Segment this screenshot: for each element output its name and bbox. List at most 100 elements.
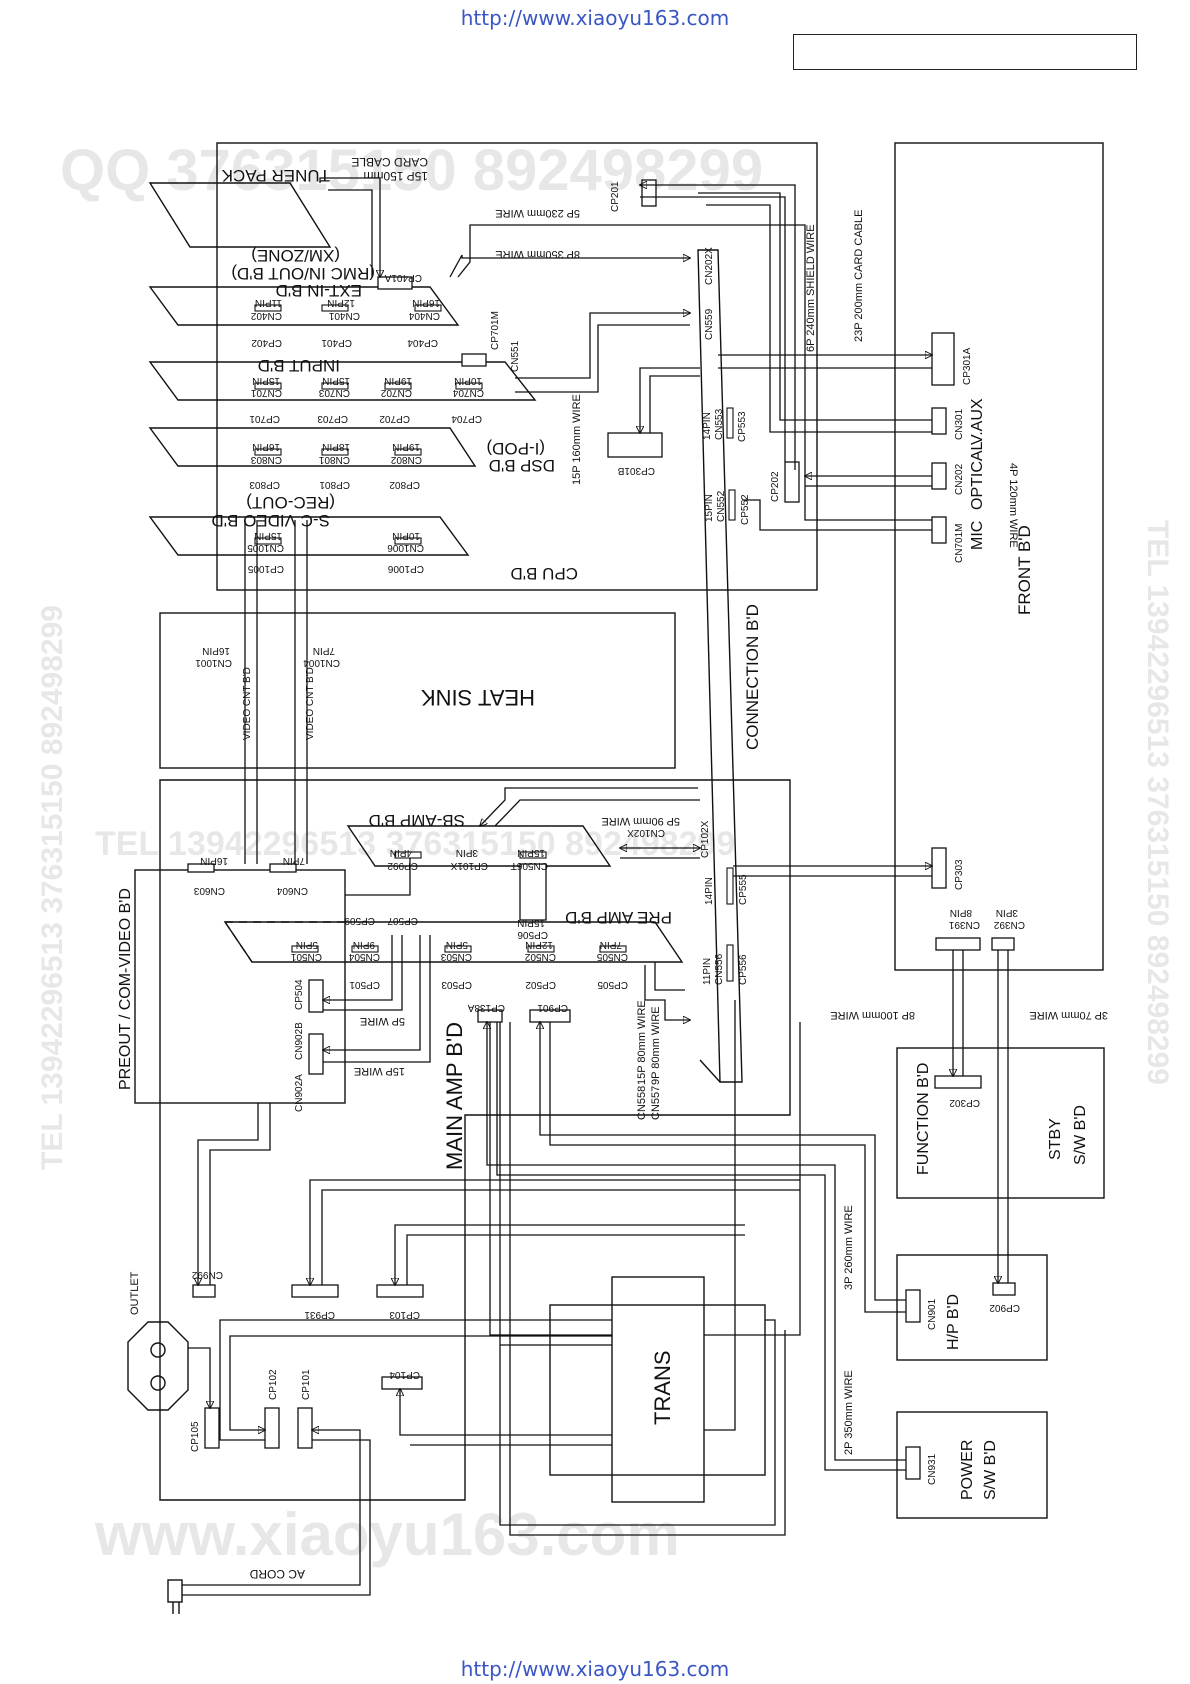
wire-5p-b (323, 935, 403, 1011)
label-vaux: V.AUX (969, 398, 986, 445)
label-8p350: 8P 350mm WIRE (495, 248, 580, 260)
cp302-block (934, 1075, 982, 1089)
label-power-1: POWER (959, 1440, 976, 1500)
label-5p230: 5P 230mm WIRE (495, 207, 580, 219)
wire-cp103 (395, 1224, 745, 1285)
label-cp503: CP503 (441, 979, 472, 990)
wire-2p350-b (496, 1022, 906, 1471)
label-cn402-pin: 11PIN (255, 297, 282, 308)
label-cn1004-pin: 7PIN (313, 645, 335, 656)
wire-5p (323, 935, 393, 1000)
label-cn1001-pin: 16PIN (202, 645, 230, 656)
label-cp105: CP105 (190, 1421, 201, 1452)
wire-trans-1 (489, 1022, 612, 1336)
label-heat-sink: HEAT SINK (421, 685, 535, 710)
wire-cp992 (345, 858, 411, 896)
cp555-strip (726, 867, 734, 905)
wire-outlet-2 (229, 1335, 613, 1430)
cn802-strip (394, 448, 422, 456)
label-cp552: CP552 (740, 494, 751, 525)
label-cn501-pin: 5PIN (296, 939, 318, 950)
label-cn803-pin: 16PIN (252, 441, 280, 452)
wire-outlet-1 (188, 1347, 210, 1408)
label-5p90: 5P 90mm WIRE (601, 815, 680, 827)
label-cn604: CN604 (276, 885, 308, 896)
label-power-2: S/W B'D (982, 1440, 999, 1500)
label-sb-amp: SB-AMP B'D (369, 811, 465, 830)
cn301-block (931, 407, 947, 435)
label-cp504: CP504 (294, 979, 305, 1010)
label-3p260: 3P 260mm WIRE (843, 1205, 855, 1290)
ext-in-board (148, 286, 460, 326)
page-number-box (793, 34, 1137, 70)
label-cp703: CP703 (317, 413, 348, 424)
wire-cn559-b (515, 324, 690, 393)
sb-amp-board (346, 825, 612, 867)
label-8pin: 8PIN (950, 907, 972, 918)
ac-cord-plug (167, 1579, 183, 1603)
label-ac-cord: AC CORD (249, 1567, 305, 1581)
label-cn992: CN992 (191, 1269, 223, 1280)
label-pre-amp: PRE AMP B'D (565, 908, 672, 927)
wire-cn701m (742, 499, 932, 531)
label-cp556: CP556 (738, 954, 749, 985)
label-cn603: CN603 (193, 885, 225, 896)
label-cn701-pin: 15PIN (252, 375, 280, 386)
label-cp502: CP502 (525, 979, 556, 990)
cn502-strip (527, 945, 555, 953)
wire-15p160 (640, 367, 700, 433)
label-cn504-pin: 9PIN (353, 939, 375, 950)
label-optical: OPTICAL (969, 441, 986, 510)
label-cp506: CP506 (517, 929, 548, 940)
label-3pin: 3PIN (996, 907, 1018, 918)
label-cn503-pin: 5PIN (446, 939, 468, 950)
label-cn401: CN401 (328, 310, 360, 321)
connection-board-foot (699, 1059, 721, 1083)
label-cp509: CP509 (344, 915, 375, 926)
label-cn557: CN557 (650, 1086, 662, 1120)
wire-15p (323, 935, 421, 1050)
label-cn504: CN504 (348, 951, 380, 962)
cp902-block (992, 1282, 1016, 1296)
label-8p100: 8P 100mm WIRE (830, 1009, 915, 1021)
footer-url[interactable]: http://www.xiaoyu163.com (460, 1657, 730, 1681)
wire-5p90 (480, 787, 698, 826)
label-cp704: CP704 (451, 413, 482, 424)
cn392-block (991, 937, 1015, 951)
wire-15p160-b (649, 375, 700, 433)
wire-ac-cord (182, 1430, 361, 1586)
label-cn202: CN202 (954, 463, 965, 495)
label-3p70: 3P 70mm WIRE (1029, 1009, 1108, 1021)
label-cp931: CP931 (304, 1309, 335, 1320)
cpu-board (216, 142, 818, 591)
label-cp902: CP902 (989, 1302, 1020, 1313)
cn701-strip (254, 382, 282, 390)
label-cn501: CN501 (290, 951, 322, 962)
label-video-cnt-1: VIDEO CNT B'D (242, 667, 253, 740)
wire-cn557 (654, 962, 685, 991)
header-url[interactable]: http://www.xiaoyu163.com (460, 6, 730, 30)
heat-sink (159, 612, 676, 769)
cn401-strip (321, 304, 349, 312)
label-cn506t-pin: 15PIN (517, 847, 545, 858)
label-dsp-2: (I-POD) (486, 439, 545, 458)
outlet-hole-2 (150, 1375, 166, 1391)
cn702-strip (384, 382, 412, 390)
label-cp401: CP401 (321, 337, 352, 348)
cn1006-strip (394, 537, 422, 545)
wire-5p90-b (494, 799, 700, 827)
cp701m-block (461, 353, 487, 367)
cp401a-block (377, 276, 413, 290)
cp506-block (519, 863, 547, 921)
label-cn901: CN901 (927, 1298, 938, 1330)
label-cn505: CN505 (596, 951, 628, 962)
label-cn902a: CN902A (294, 1074, 305, 1112)
wire-cn992 (198, 1103, 259, 1285)
label-cp992: CP992 (387, 860, 418, 871)
hp-board (896, 1254, 1048, 1361)
label-cp555: CP555 (738, 874, 749, 905)
wire-tuner-extin-2 (328, 189, 373, 277)
label-cp102x: CP102X (700, 820, 711, 858)
label-cn392: CN392 (993, 919, 1025, 930)
label-cn404: CN404 (408, 310, 440, 321)
